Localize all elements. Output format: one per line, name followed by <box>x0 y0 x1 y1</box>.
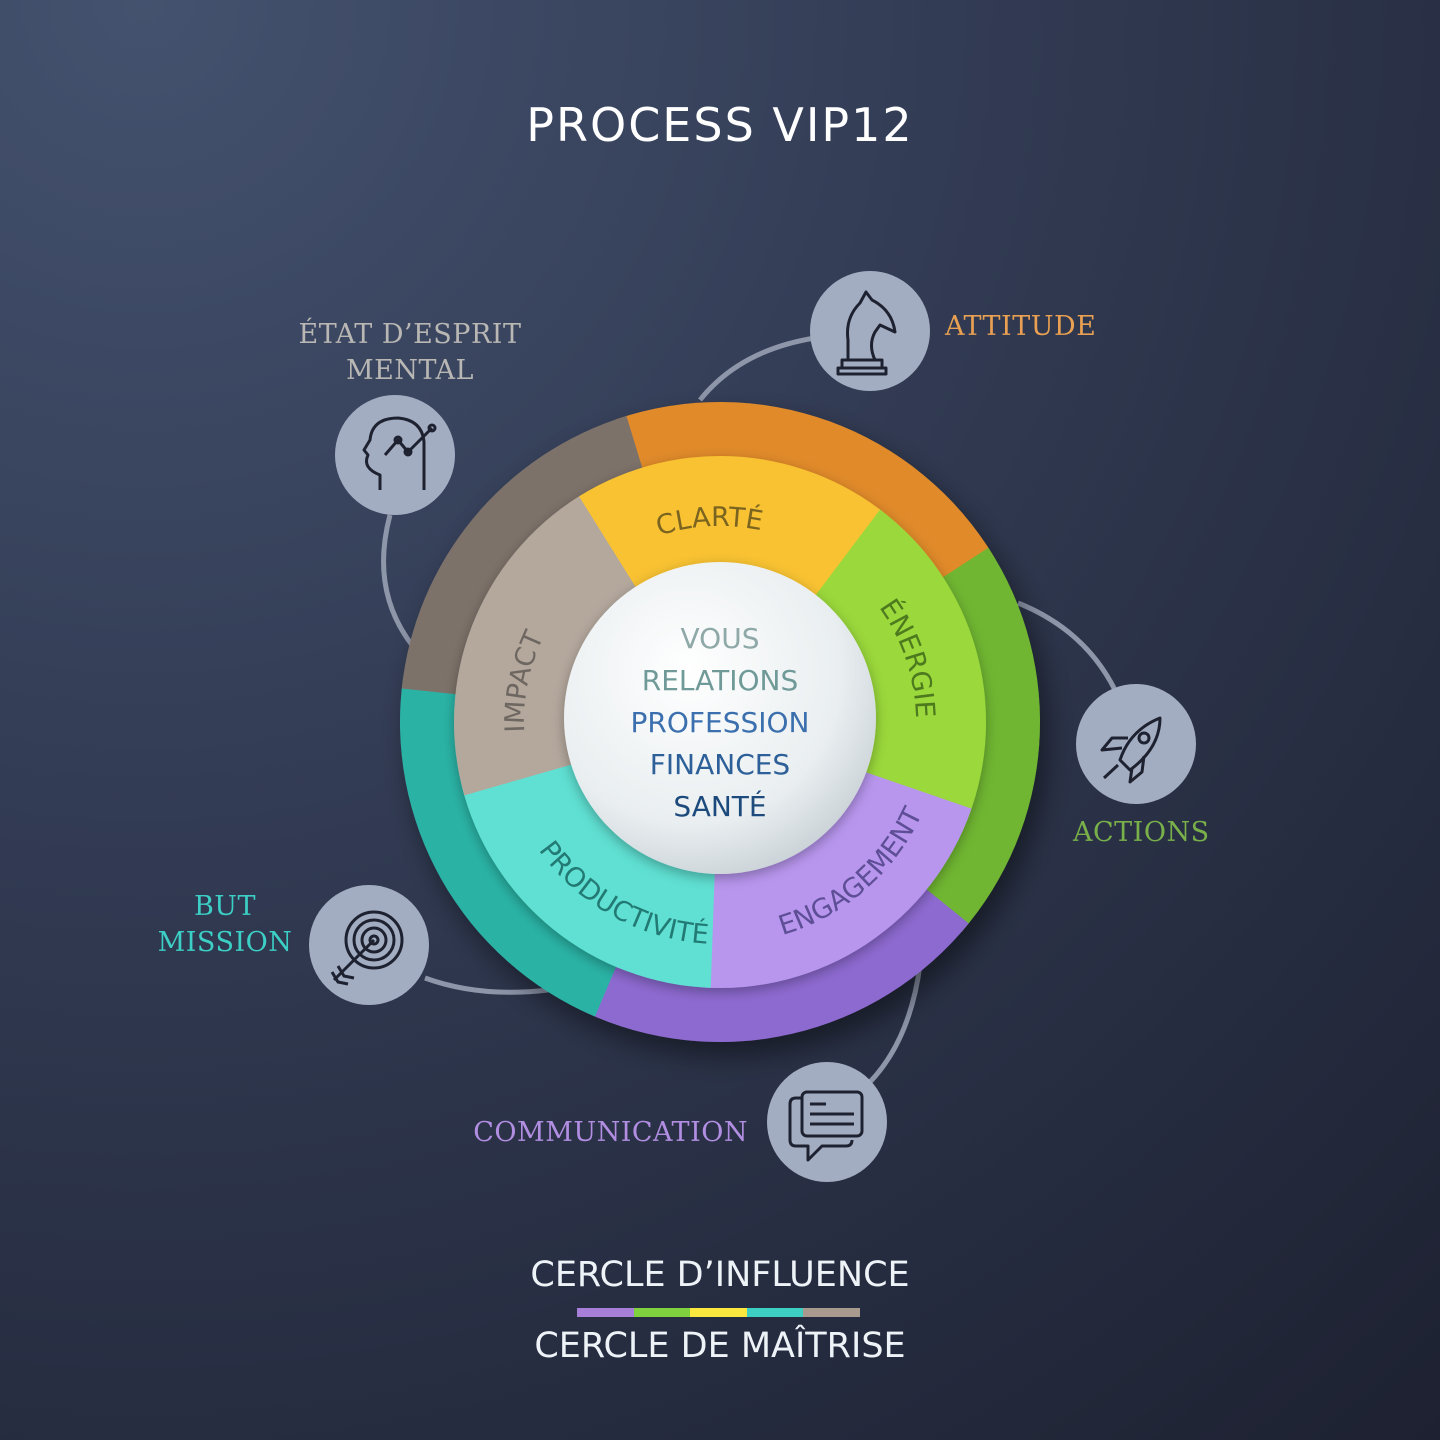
legend-bar-purple <box>577 1308 634 1317</box>
node-attitude[interactable] <box>810 271 930 391</box>
node-but[interactable] <box>309 885 429 1005</box>
rocket-icon <box>1100 716 1162 784</box>
connectors <box>381 335 1118 1084</box>
label-etat-line-2: MENTAL <box>346 355 474 386</box>
connector-actions <box>1017 600 1118 692</box>
center-line-relations: RELATIONS <box>642 664 799 697</box>
legend-bar-yellow <box>690 1308 747 1317</box>
center-line-finances: FINANCES <box>650 748 790 781</box>
legend-bar-brown <box>803 1308 860 1317</box>
legend-bar-green <box>633 1308 691 1317</box>
center-line-vous: VOUS <box>681 622 760 655</box>
target-arrow-icon <box>330 910 404 986</box>
label-but-line-2: MISSION <box>157 927 293 958</box>
page-title: PROCESS VIP12 <box>526 98 914 152</box>
chat-bubbles-icon <box>788 1090 864 1162</box>
connector-but <box>424 975 549 995</box>
chess-knight-icon <box>836 290 897 376</box>
label-etat-line-1: ÉTAT D’ESPRIT <box>298 319 522 350</box>
connector-etat <box>381 514 414 647</box>
center-labels: VOUS RELATIONS PROFESSION FINANCES SANTÉ <box>631 622 810 823</box>
head-growth-icon <box>362 416 437 490</box>
label-but-line-1: BUT <box>193 891 257 922</box>
label-attitude: ATTITUDE <box>945 311 1097 342</box>
inner-segment-énergie <box>810 509 986 818</box>
connector-attitude <box>698 335 816 402</box>
label-communication: COMMUNICATION <box>473 1117 748 1148</box>
label-but: BUT MISSION <box>125 889 325 961</box>
inner-segment-productivité <box>461 758 715 988</box>
legend-bar-teal <box>746 1308 804 1317</box>
label-etat: ÉTAT D’ESPRIT MENTAL <box>260 317 560 389</box>
node-etat[interactable] <box>335 395 455 515</box>
node-communication[interactable] <box>767 1062 887 1182</box>
inner-segment-clarté <box>571 456 888 606</box>
legend-color-bar <box>577 1308 860 1317</box>
inner-ring <box>454 456 986 989</box>
inner-segment-engagement <box>701 770 972 989</box>
node-actions[interactable] <box>1076 684 1196 804</box>
center-line-profession: PROFESSION <box>631 706 810 739</box>
connector-communication <box>868 964 923 1084</box>
legend-influence: CERCLE D’INFLUENCE <box>530 1255 910 1295</box>
legend-maitrise: CERCLE DE MAÎTRISE <box>534 1326 906 1366</box>
inner-segment-impact <box>454 496 641 796</box>
label-actions: ACTIONS <box>1073 817 1210 848</box>
center-circle <box>564 562 876 874</box>
center-line-santé: SANTÉ <box>673 789 766 823</box>
